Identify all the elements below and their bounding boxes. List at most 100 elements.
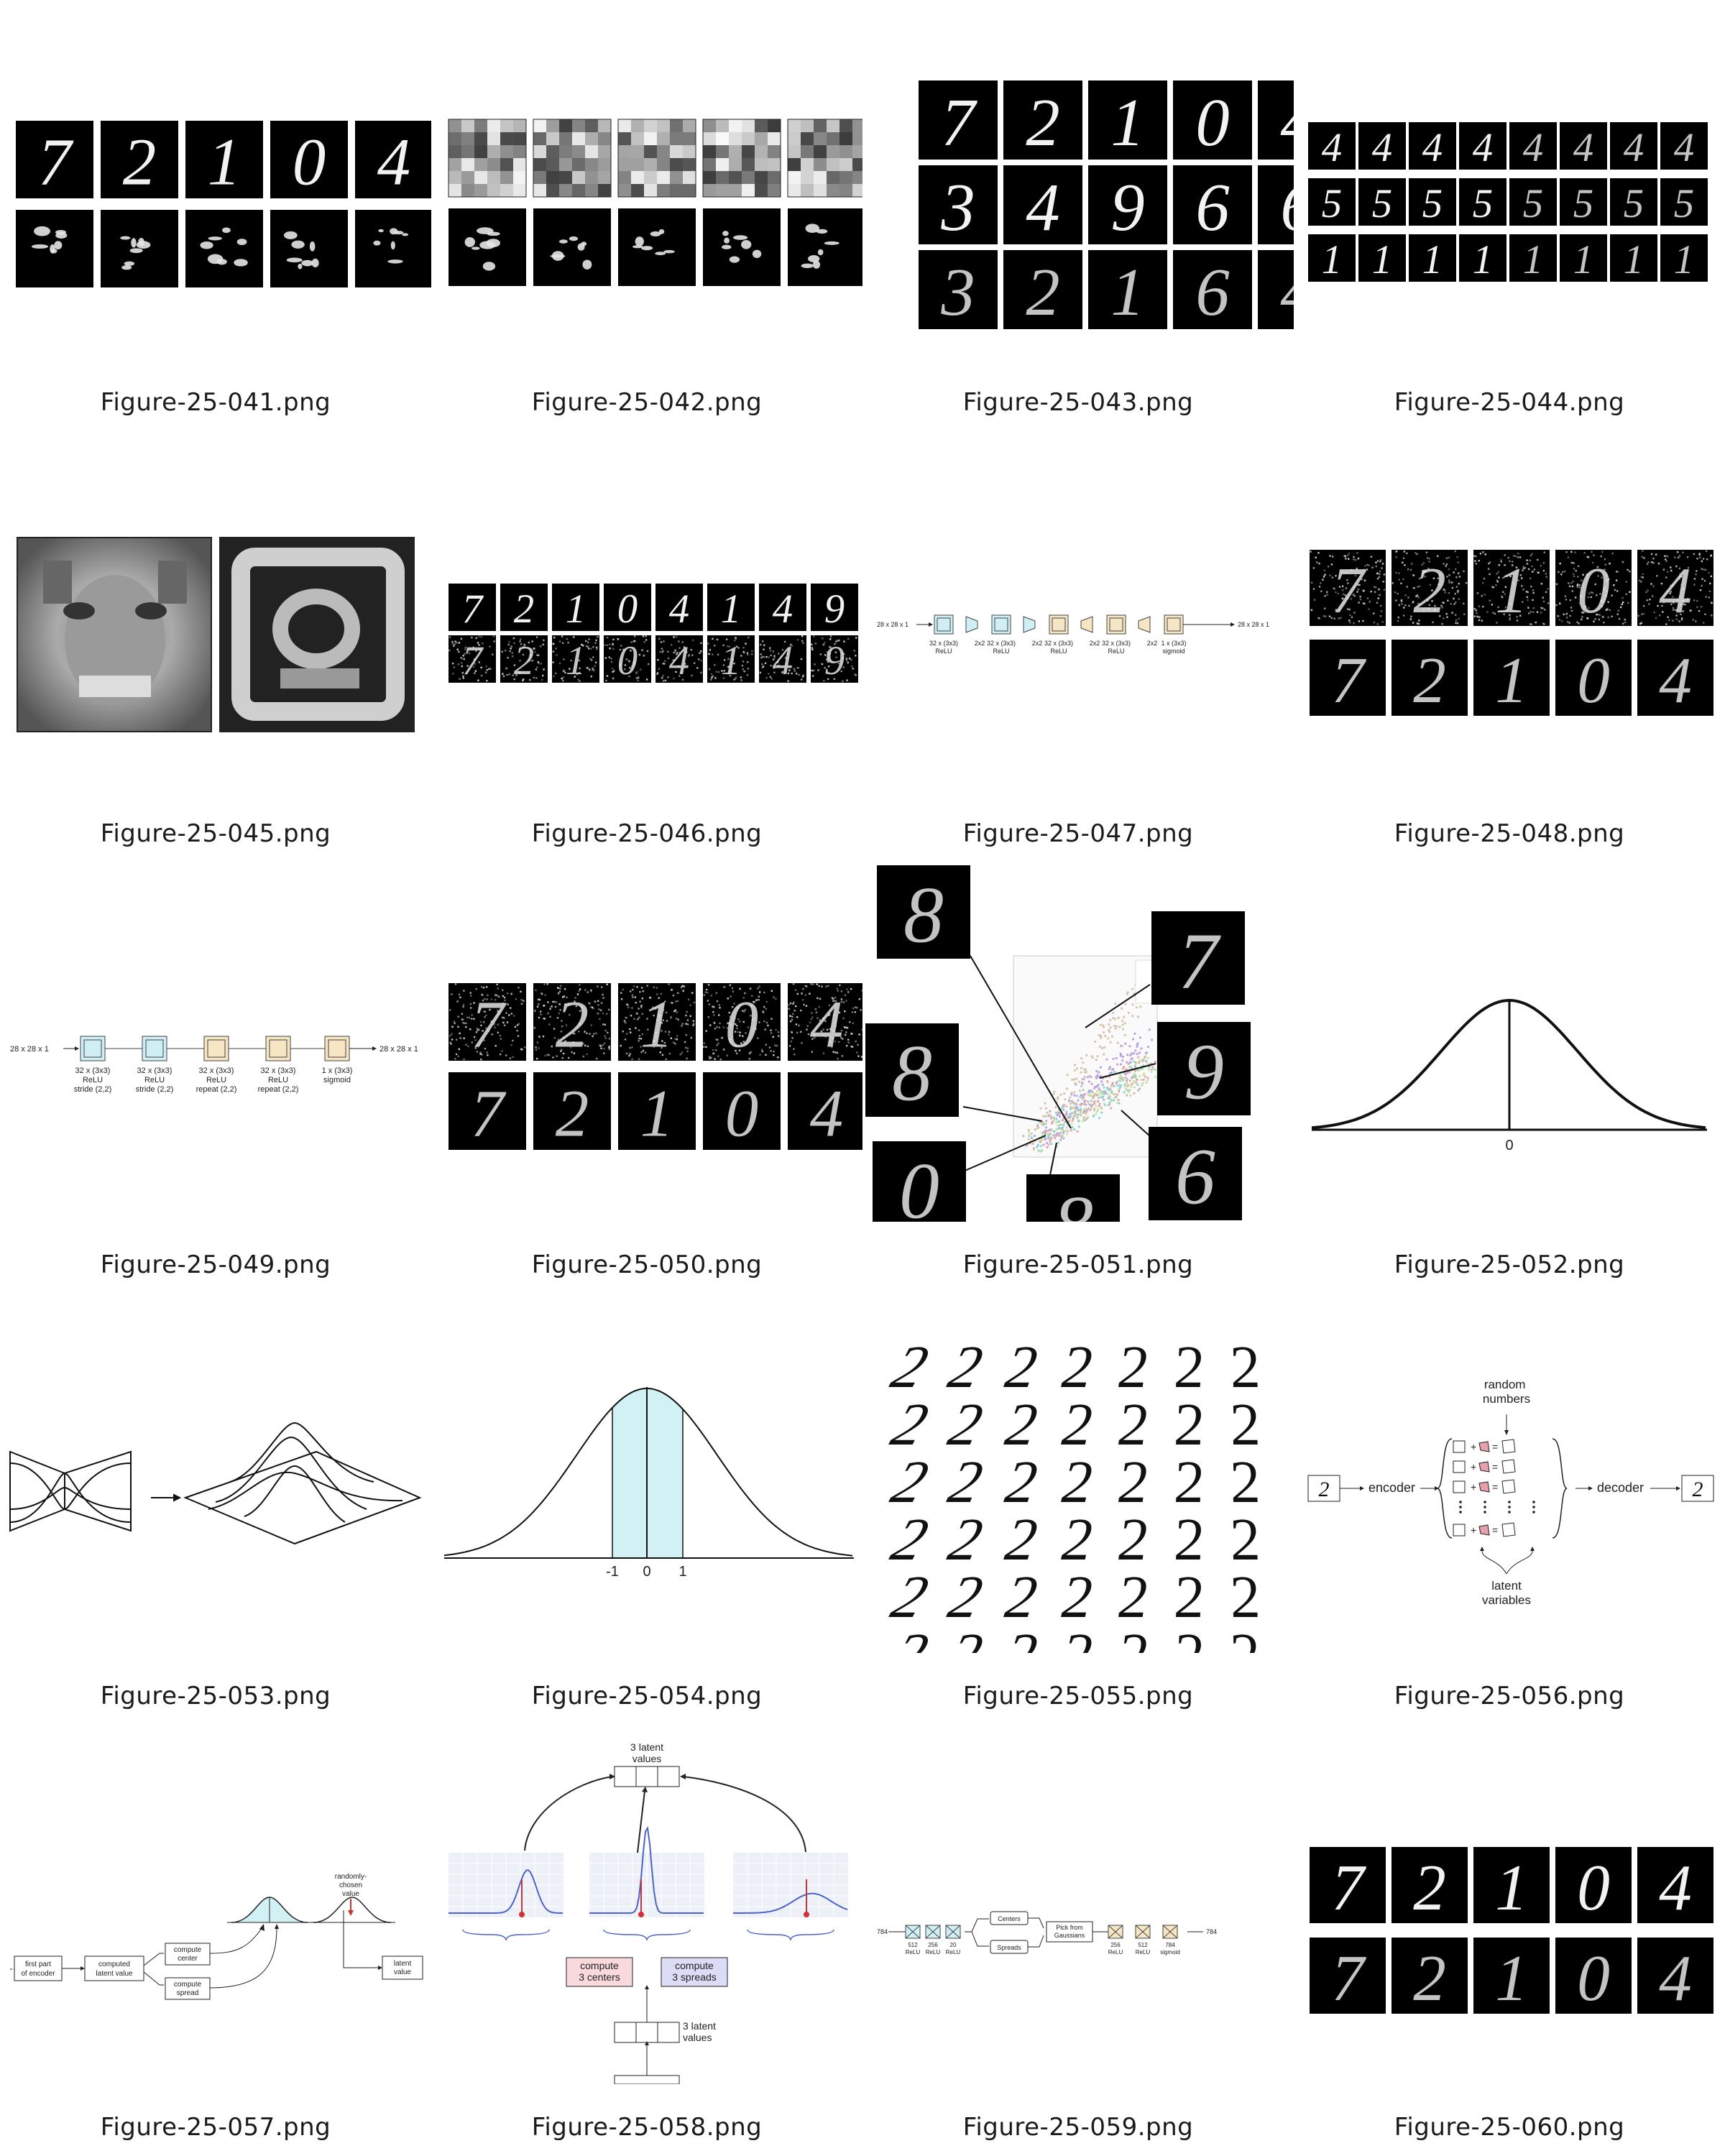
figure-thumbnail-054[interactable]: -1 0 1 [431, 1294, 862, 1653]
scatter-point [1090, 1082, 1093, 1085]
scatter-point [1063, 1092, 1066, 1095]
figure-tile-042[interactable]: Figure-25-042.png [431, 0, 862, 431]
figure-tile-056[interactable]: 2 encoder random numbers +=+=+=+= decode… [1294, 1294, 1725, 1725]
digit-glyph: 1 [1495, 1942, 1528, 2014]
scatter-point [1138, 1036, 1142, 1039]
svg-text:2x2: 2x2 [1147, 640, 1158, 647]
scatter-point [1091, 1104, 1094, 1107]
generated-two: 2 [1060, 1391, 1094, 1458]
scatter-point [1121, 1007, 1123, 1010]
scatter-point [1136, 1053, 1138, 1056]
digit-glyph: 4 [810, 1077, 843, 1151]
scatter-point [1115, 1025, 1118, 1028]
scatter-point [1082, 1089, 1085, 1092]
figure-tile-053[interactable]: Figure-25-053.png [0, 1294, 431, 1725]
figure-thumbnail-049[interactable]: 28 x 28 x 1 [0, 862, 431, 1222]
figure-thumbnail-043[interactable]: 721043496632164 [862, 0, 1294, 359]
generated-two: 2 [1060, 1334, 1094, 1401]
scatter-point [1151, 1068, 1154, 1071]
figure-tile-058[interactable]: 3 latent values compute 3 centers comput… [431, 1725, 862, 2156]
scatter-point [1092, 1102, 1095, 1105]
figure-tile-043[interactable]: 721043496632164 Figure-25-043.png [862, 0, 1294, 431]
figure-tile-051[interactable]: 8798608 Figure-25-051.png [862, 862, 1294, 1294]
scatter-point [1107, 1097, 1110, 1100]
scatter-point [1066, 1074, 1069, 1077]
figure-filename: Figure-25-046.png [531, 819, 763, 848]
gaussian-line [443, 1388, 853, 1557]
digit-image [1173, 80, 1252, 160]
figure-filename: Figure-25-059.png [962, 2113, 1194, 2142]
svg-text:3 latent: 3 latent [683, 2020, 716, 2032]
pick-gaussians-box [1046, 1921, 1093, 1943]
generated-two: 2 [1116, 1391, 1149, 1458]
scatter-point [1039, 1145, 1042, 1148]
figure-tile-045[interactable]: Figure-25-045.png [0, 431, 431, 862]
figure-tile-057[interactable]: first part of encoder computed latent va… [0, 1725, 431, 2156]
figure-thumbnail-042[interactable] [431, 0, 862, 359]
figure-tile-052[interactable]: 0 Figure-25-052.png [1294, 862, 1725, 1294]
scatter-point [1079, 1103, 1082, 1106]
scatter-point [1044, 1138, 1047, 1141]
figure-tile-054[interactable]: -1 0 1 Figure-25-054.png [431, 1294, 862, 1725]
scatter-point [1136, 1083, 1139, 1086]
scatter-point [1128, 1045, 1131, 1048]
scatter-point [1117, 1098, 1120, 1101]
digit-glyph: 4 [1322, 125, 1342, 170]
scatter-point [1113, 1092, 1116, 1095]
scatter-point [1045, 1142, 1049, 1145]
scatter-point [1071, 1078, 1074, 1082]
figure-thumbnail-045[interactable] [0, 431, 431, 791]
svg-text:Centers: Centers [998, 1915, 1021, 1922]
scatter-point [1078, 1089, 1081, 1092]
figure-thumbnail-055[interactable]: 2222222222222222222222222222222222222222… [862, 1294, 1294, 1653]
scatter-point [1076, 1067, 1079, 1070]
scatter-point [1045, 1120, 1048, 1123]
svg-text:32 x (3x3): 32 x (3x3) [75, 1067, 111, 1075]
digit-glyph: 4 [773, 586, 793, 632]
scatter-point [1116, 1041, 1119, 1044]
svg-text:repeat (2,2): repeat (2,2) [258, 1085, 299, 1094]
figure-tile-049[interactable]: 28 x 28 x 1 [0, 862, 431, 1294]
figure-thumbnail-052[interactable]: 0 [1294, 862, 1725, 1222]
figure-thumbnail-047[interactable]: 28 x 28 x 1 28 x 28 x 1 32 x (3x3) ReLU … [862, 431, 1294, 791]
scatter-point [1034, 1128, 1036, 1131]
figure-thumbnail-057[interactable]: first part of encoder computed latent va… [0, 1725, 431, 2084]
scatter-point [1095, 1075, 1098, 1078]
figure-thumbnail-056[interactable]: 2 encoder random numbers +=+=+=+= decode… [1294, 1294, 1725, 1653]
scatter-point [1077, 1119, 1080, 1122]
digit-glyph: 6 [1195, 255, 1229, 330]
scatter-point [1124, 1077, 1127, 1079]
figure-filename: Figure-25-048.png [1394, 819, 1625, 848]
digit-glyph: 4 [1372, 125, 1392, 170]
scatter-point [1095, 1110, 1098, 1113]
figure-tile-047[interactable]: 28 x 28 x 1 28 x 28 x 1 32 x (3x3) ReLU … [862, 431, 1294, 862]
figure-thumbnail-058[interactable]: 3 latent values compute 3 centers comput… [431, 1725, 862, 2084]
digit-glyph: 9 [1184, 1028, 1224, 1117]
figure-thumbnail-053[interactable] [0, 1294, 431, 1653]
digit-glyph: 2 [1026, 86, 1059, 160]
scatter-point [1121, 1077, 1124, 1079]
digit-image [1660, 122, 1708, 170]
figure-thumbnail-051[interactable]: 8798608 [862, 862, 1294, 1222]
scatter-point [1139, 1005, 1142, 1008]
scatter-point [1120, 1079, 1123, 1082]
figure-tile-055[interactable]: 2222222222222222222222222222222222222222… [862, 1294, 1294, 1725]
scatter-point [1065, 1105, 1068, 1108]
digit-image [1088, 165, 1167, 244]
digit-image [1310, 1938, 1386, 2014]
scatter-point [1131, 1003, 1134, 1006]
